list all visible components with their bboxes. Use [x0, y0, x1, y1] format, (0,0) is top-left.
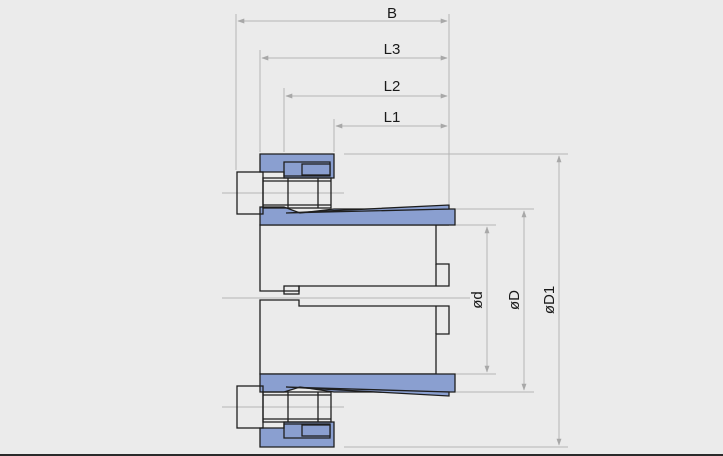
outer-ring-top — [283, 285, 300, 295]
dimension-label-big-d: øD — [506, 290, 523, 310]
inner-ring-bottom — [259, 299, 450, 375]
assembly-top-half — [236, 153, 456, 295]
clamping-screw-bottom — [236, 385, 332, 429]
vertical-dimensions: ød øD øD1 — [344, 153, 568, 448]
dimension-label-b: B — [387, 5, 397, 22]
thrust-ring-outline-bottom — [283, 423, 331, 439]
dimension-label-d1: øD1 — [541, 286, 558, 314]
clamping-screw-top — [236, 171, 332, 215]
dimension-label-l3: L3 — [384, 41, 401, 58]
dimension-label-l1: L1 — [384, 109, 401, 126]
thrust-ring-outline-top — [283, 161, 331, 177]
cone-taper-top — [285, 204, 450, 214]
dimension-label-d: ød — [469, 291, 486, 309]
horizontal-dimensions: B L3 L2 L1 — [235, 5, 450, 204]
assembly-bottom-half — [236, 299, 456, 448]
inner-ring-top — [259, 224, 450, 292]
dimension-label-l2: L2 — [384, 78, 401, 95]
cone-taper-bottom — [285, 386, 450, 397]
center-lines — [222, 192, 470, 408]
